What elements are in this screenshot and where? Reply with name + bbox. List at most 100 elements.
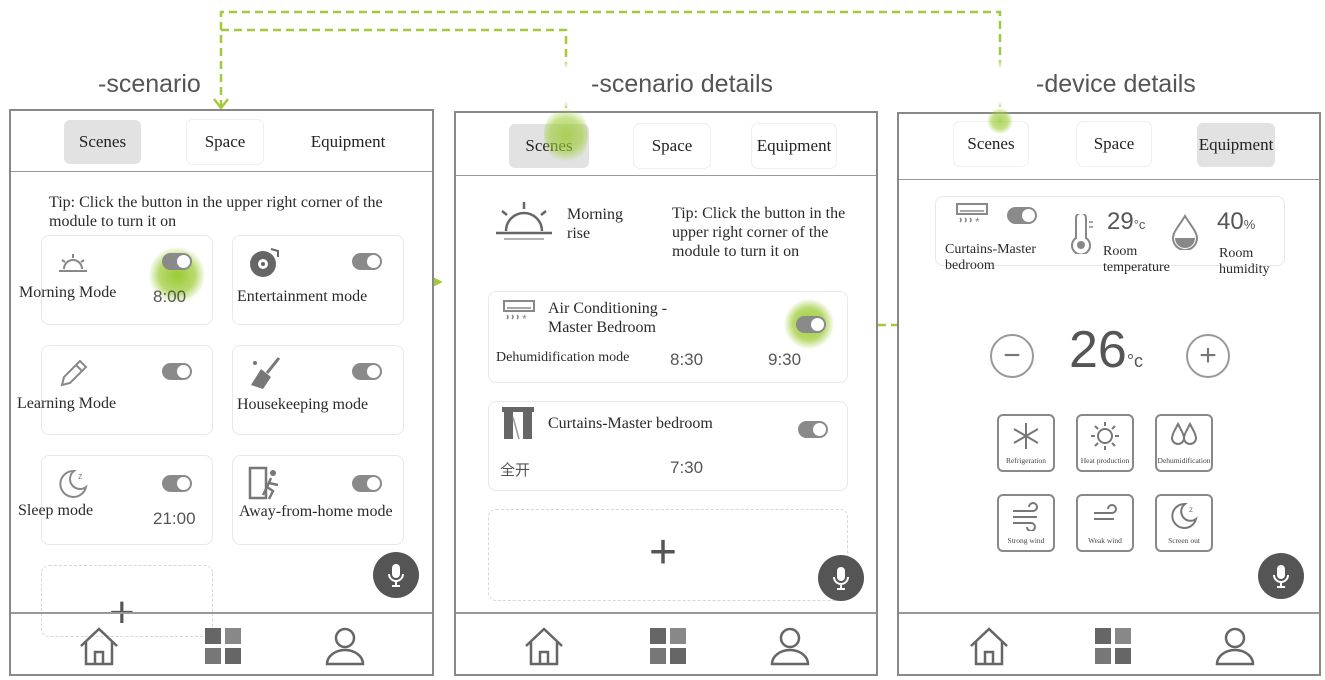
ac-end-time: 9:30 xyxy=(768,350,802,369)
strong-wind-icon xyxy=(1013,502,1038,531)
device-name: Curtains-Master bedroom xyxy=(945,242,1036,273)
decrease-temp-button[interactable]: − xyxy=(990,334,1034,378)
scene-label-entertainment: Entertainment mode xyxy=(237,288,368,305)
tab-space[interactable]: Space xyxy=(187,120,263,164)
tab-equipment[interactable]: Equipment xyxy=(303,120,393,164)
svg-text:*: * xyxy=(522,312,527,326)
scene-label-housekeeping: Housekeeping mode xyxy=(237,396,369,413)
toggle-housekeeping-mode[interactable] xyxy=(352,363,382,380)
device-card-curtain[interactable] xyxy=(488,401,848,491)
humidity-unit: % xyxy=(1243,217,1256,232)
user-icon[interactable] xyxy=(768,624,812,668)
toggle-ac[interactable] xyxy=(796,316,826,333)
moon-icon: z xyxy=(59,469,88,498)
sun-icon xyxy=(1091,422,1119,450)
room-temp-label: Room temperature xyxy=(1103,244,1170,275)
humidity-label: Room humidity xyxy=(1219,246,1270,277)
tab-equipment[interactable]: Equipment xyxy=(752,124,836,168)
mode-strong-wind-button[interactable]: Strong wind xyxy=(997,494,1055,552)
toggle-away-mode[interactable] xyxy=(352,475,382,492)
toggle-entertainment-mode[interactable] xyxy=(352,253,382,270)
add-scene-card[interactable] xyxy=(41,565,213,637)
caption-mask-1 xyxy=(24,68,96,102)
room-temp-number: 29 xyxy=(1107,208,1134,235)
voice-mic-button[interactable] xyxy=(1258,553,1304,599)
increase-temp-button[interactable]: + xyxy=(1186,334,1230,378)
tip-text: Tip: Click the button in the upper right… xyxy=(672,205,846,260)
scene-card-housekeeping[interactable] xyxy=(232,345,404,435)
add-device-plus-icon[interactable]: + xyxy=(649,526,678,579)
humidity-number: 40 xyxy=(1217,208,1244,235)
toggle-morning-mode[interactable] xyxy=(162,253,192,270)
microphone-icon xyxy=(388,564,404,587)
scene-label-learning: Learning Mode xyxy=(17,395,117,412)
svg-text:z: z xyxy=(78,471,83,481)
home-icon[interactable] xyxy=(522,624,566,668)
caption-device-details: -device details xyxy=(1036,70,1196,98)
voice-mic-button[interactable] xyxy=(818,555,864,601)
caption-mask-2 xyxy=(466,68,590,102)
grid-icon[interactable] xyxy=(646,624,690,668)
mode-heat-button[interactable]: Heat production xyxy=(1076,414,1134,472)
grid-icon[interactable] xyxy=(201,624,245,668)
user-icon[interactable] xyxy=(323,624,367,668)
scene-card-entertainment[interactable] xyxy=(232,235,404,325)
scene-card-sleep[interactable] xyxy=(41,455,213,545)
tab-divider xyxy=(11,171,432,172)
toggle-curtain[interactable] xyxy=(798,421,828,438)
caption-scenario-details: -scenario details xyxy=(591,70,774,98)
toggle-learning-mode[interactable] xyxy=(162,363,192,380)
tab-equipment[interactable]: Equipment xyxy=(1197,123,1275,167)
tab-scenes[interactable]: Scenes xyxy=(64,120,141,164)
scene-label-sleep: Sleep mode xyxy=(18,502,94,519)
air-conditioner-icon: * xyxy=(956,203,988,229)
mode-label: Strong wind xyxy=(1007,536,1045,545)
voice-mic-button[interactable] xyxy=(373,552,419,598)
microphone-icon xyxy=(833,567,849,590)
mode-label: Screen out xyxy=(1168,536,1200,545)
set-temp-unit: °c xyxy=(1126,351,1144,371)
home-icon[interactable] xyxy=(967,624,1011,668)
grid-icon[interactable] xyxy=(1091,624,1135,668)
ac-mode: Dehumidification mode xyxy=(496,350,630,365)
pencil-icon xyxy=(60,359,88,387)
toggle-device[interactable] xyxy=(1007,207,1037,224)
scene-card-away[interactable] xyxy=(232,455,404,545)
scene-time-morning: 8:00 xyxy=(153,287,187,306)
humidity-value: 40% xyxy=(1217,208,1255,236)
bottom-navbar xyxy=(456,612,876,674)
mode-label: Heat production xyxy=(1080,456,1130,465)
caption-scenario: -scenario xyxy=(98,70,201,98)
exit-door-icon xyxy=(248,466,279,500)
bottom-navbar xyxy=(11,612,432,674)
svg-text:z: z xyxy=(1189,505,1193,514)
broom-icon xyxy=(251,357,281,389)
tab-divider xyxy=(456,175,876,176)
set-temperature: 26°c xyxy=(1069,320,1143,380)
mode-label: Refrigeration xyxy=(1006,456,1046,465)
mode-screen-out-button[interactable]: z Screen out xyxy=(1155,494,1213,552)
bottom-navbar xyxy=(899,612,1319,674)
tab-divider xyxy=(899,179,1319,180)
phone-screen-scenario: Scenes Space Equipment Tip: Click the bu… xyxy=(9,109,434,676)
mode-label: Weak wind xyxy=(1088,536,1122,545)
mode-weak-wind-button[interactable]: Weak wind xyxy=(1076,494,1134,552)
home-icon[interactable] xyxy=(77,624,121,668)
room-temp-value: 29°c xyxy=(1107,208,1145,236)
air-conditioner-icon: * xyxy=(503,300,535,326)
curtain-action: 全开 xyxy=(500,461,531,479)
microphone-icon xyxy=(1273,565,1289,588)
water-drops-icon xyxy=(1170,421,1198,445)
snowflake-icon xyxy=(1013,423,1039,449)
phone-screen-scenario-details: Scenes Space Equipment Morning rise Tip:… xyxy=(454,105,878,676)
tab-space[interactable]: Space xyxy=(1077,122,1151,166)
scene-card-learning[interactable] xyxy=(41,345,213,435)
sunrise-icon xyxy=(59,254,87,272)
user-icon[interactable] xyxy=(1213,624,1257,668)
mode-refrigeration-button[interactable]: Refrigeration xyxy=(997,414,1055,472)
moon-icon: z xyxy=(1171,502,1198,529)
mode-dehumidification-button[interactable]: Dehumidification xyxy=(1155,414,1213,472)
tab-space[interactable]: Space xyxy=(634,124,710,168)
toggle-sleep-mode[interactable] xyxy=(162,475,192,492)
curtain-time: 7:30 xyxy=(670,458,704,477)
